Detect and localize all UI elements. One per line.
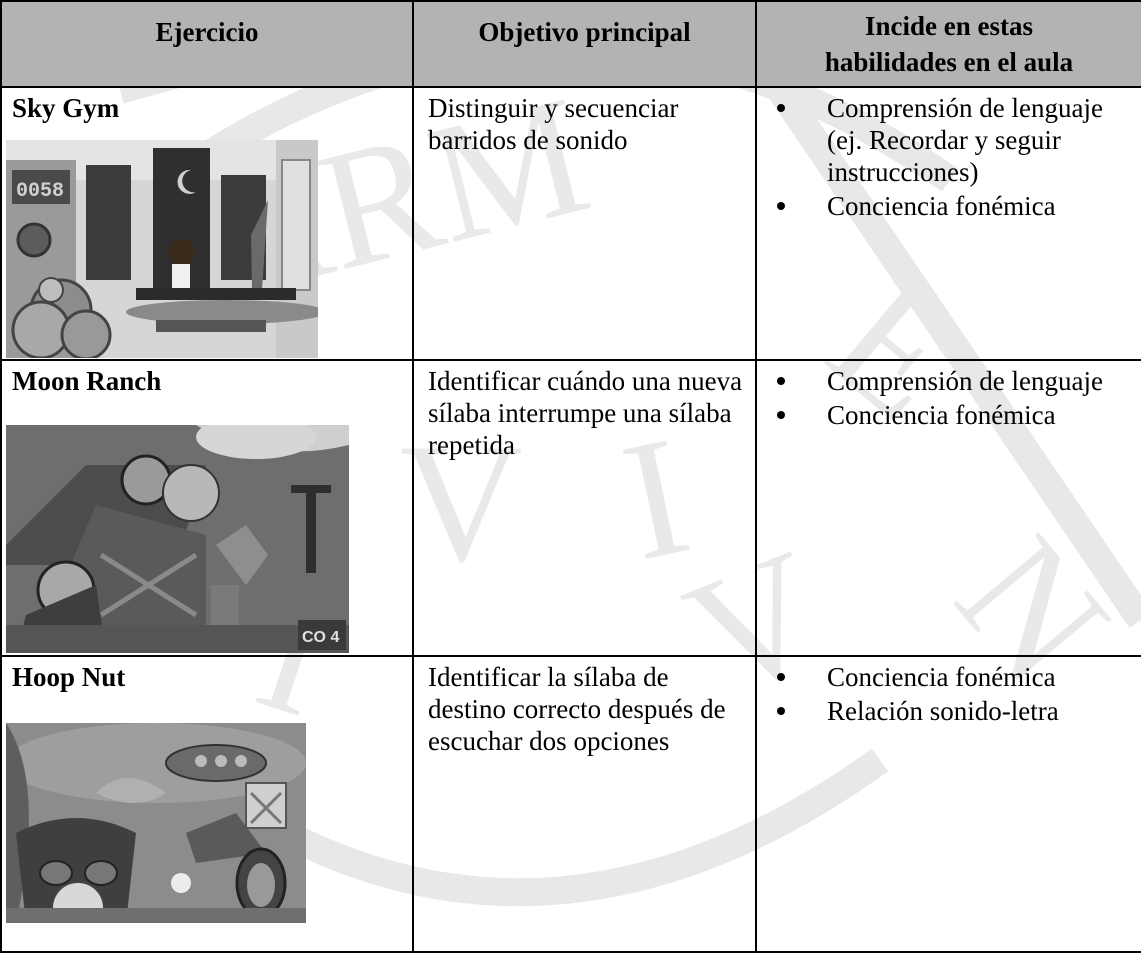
skill-text: Conciencia fonémica [827, 662, 1056, 692]
table-row: Hoop Nut [0, 655, 1141, 953]
objective-cell: Identificar la sílaba de destino correct… [412, 655, 757, 953]
sky-gym-score: 0058 [16, 180, 64, 203]
skills-list: Comprensión de lenguaje Conciencia foném… [763, 365, 1135, 431]
objective-cell: Identificar cuándo una nueva sílaba inte… [412, 359, 757, 657]
list-item: Conciencia fonémica [763, 399, 1135, 431]
skill-text: Comprensión de lenguaje [827, 366, 1103, 396]
bullet-icon [777, 104, 785, 112]
bullet-icon [777, 673, 785, 681]
table-row: Moon Ranch [0, 359, 1141, 657]
skills-list: Comprensión de lenguaje (ej. Recordar y … [763, 92, 1135, 222]
exercise-cell: Hoop Nut [0, 655, 414, 953]
sky-gym-thumbnail: 0058 [6, 140, 318, 358]
table-row: Sky Gym 0058 [0, 86, 1141, 361]
bullet-icon [777, 707, 785, 715]
moon-ranch-score: CO 4 [302, 629, 339, 646]
skills-cell: Conciencia fonémica Relación sonido-letr… [755, 655, 1141, 953]
skill-text: Comprensión de lenguaje (ej. Recordar y … [827, 93, 1103, 187]
list-item: Conciencia fonémica [763, 661, 1135, 693]
skills-cell: Comprensión de lenguaje Conciencia foném… [755, 359, 1141, 657]
hoop-nut-thumbnail [6, 723, 306, 923]
exercise-name: Sky Gym [12, 93, 120, 123]
header-skills-line2: habilidades en el aula [824, 47, 1074, 77]
table-header-row: Ejercicio Objetivo principal Incide en e… [0, 0, 1141, 88]
header-exercise: Ejercicio [0, 0, 414, 88]
header-skills-line1: Incide en estas [865, 11, 1033, 41]
exercise-cell: Sky Gym 0058 [0, 86, 414, 361]
header-skills: Incide en estas habilidades en el aula [755, 0, 1141, 88]
bullet-icon [777, 202, 785, 210]
skills-cell: Comprensión de lenguaje (ej. Recordar y … [755, 86, 1141, 361]
list-item: Comprensión de lenguaje (ej. Recordar y … [763, 92, 1135, 188]
exercise-cell: Moon Ranch [0, 359, 414, 657]
exercise-name: Moon Ranch [12, 366, 162, 396]
bullet-icon [777, 411, 785, 419]
moon-ranch-thumbnail: CO 4 [6, 425, 349, 653]
list-item: Comprensión de lenguaje [763, 365, 1135, 397]
header-objective: Objetivo principal [412, 0, 757, 88]
list-item: Relación sonido-letra [763, 695, 1135, 727]
objective-cell: Distinguir y secuenciar barridos de soni… [412, 86, 757, 361]
skills-list: Conciencia fonémica Relación sonido-letr… [763, 661, 1135, 727]
bullet-icon [777, 377, 785, 385]
list-item: Conciencia fonémica [763, 190, 1135, 222]
skill-text: Conciencia fonémica [827, 191, 1056, 221]
exercise-name: Hoop Nut [12, 662, 126, 692]
skill-text: Conciencia fonémica [827, 400, 1056, 430]
skill-text: Relación sonido-letra [827, 696, 1059, 726]
